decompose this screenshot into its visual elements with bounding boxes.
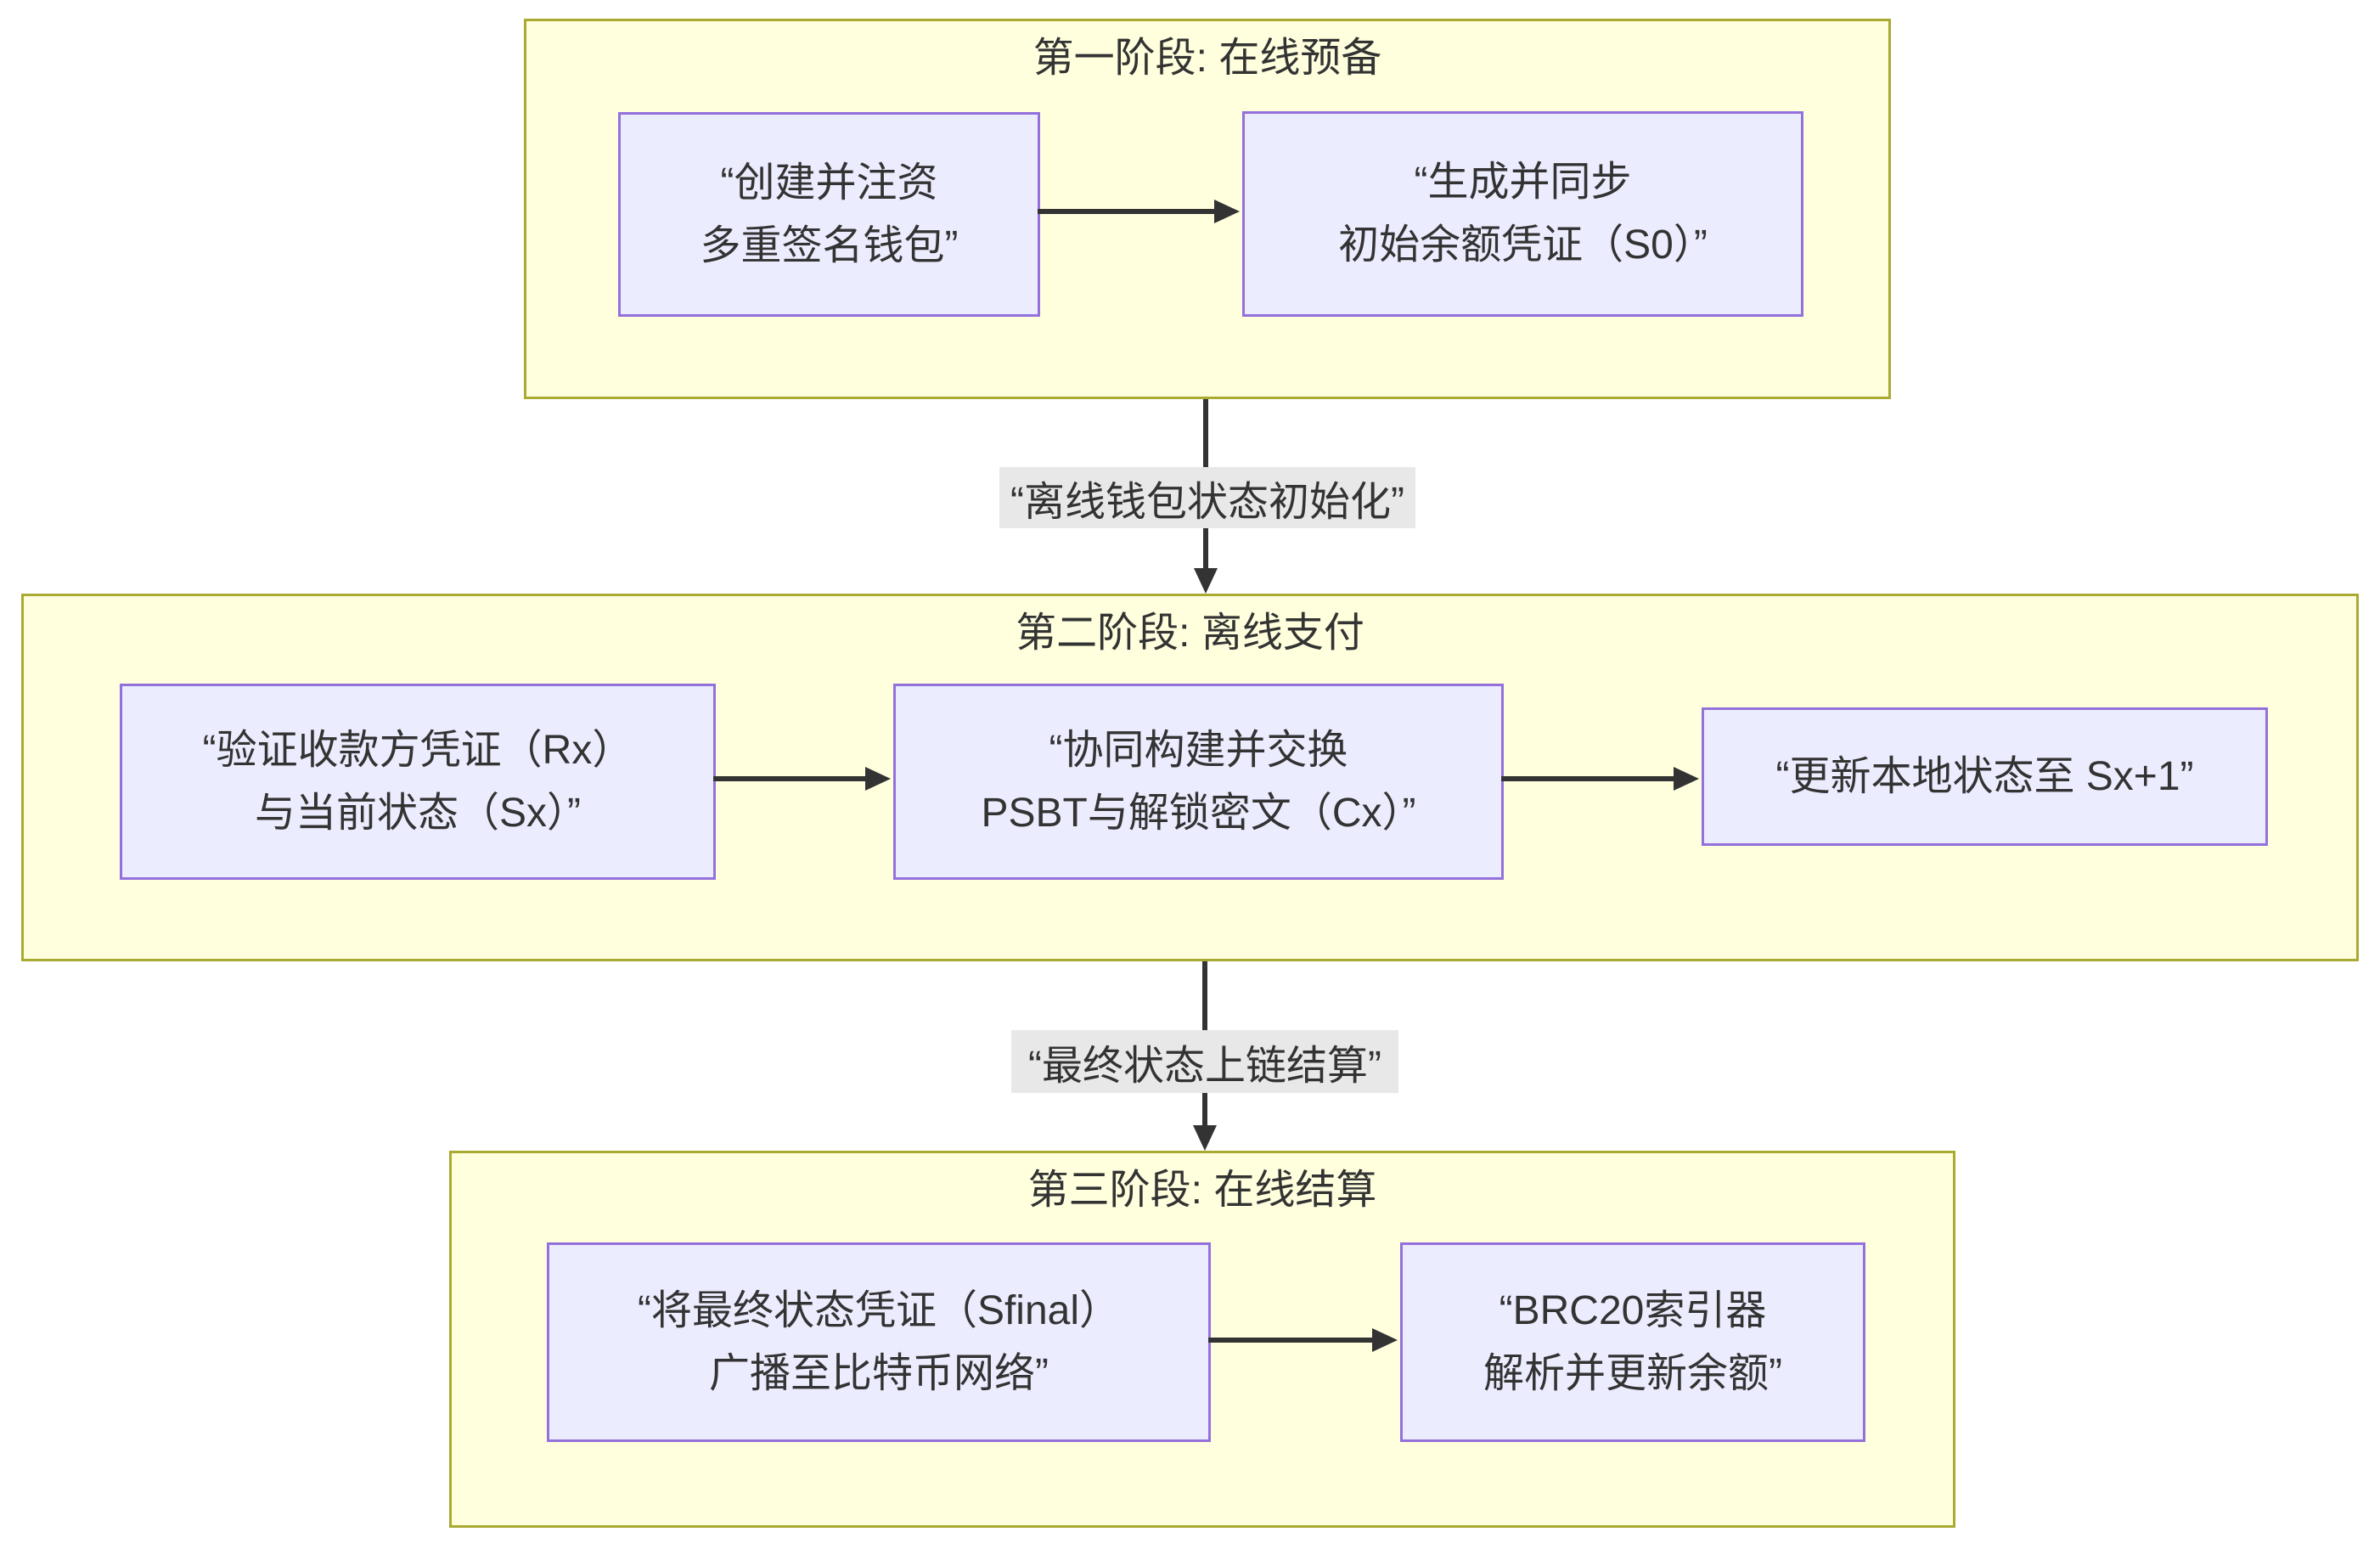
edge-line-a-b	[1038, 209, 1214, 214]
phase1-title: 第一阶段: 在线预备	[1032, 36, 1382, 81]
phase3-title: 第三阶段: 在线结算	[1027, 1168, 1377, 1213]
node-brc20-indexer: “BRC20索引器 解析并更新余额”	[1400, 1242, 1865, 1442]
node-generate-sync-s0: “生成并同步 初始余额凭证（S0）”	[1242, 111, 1803, 317]
node-build-psbt-cx: “协同构建并交换 PSBT与解锁密文（Cx）”	[893, 684, 1504, 880]
arrowhead-down-icon	[1193, 1125, 1217, 1151]
phase2-title: 第二阶段: 离线支付	[1016, 611, 1364, 656]
phase1-cluster: 第一阶段: 在线预备 “创建并注资 多重签名钱包” “生成并同步 初始余额凭证（…	[524, 19, 1891, 399]
arrowhead-right-icon	[865, 767, 891, 791]
arrowhead-down-icon	[1194, 568, 1218, 594]
edge-label-offline-init: “离线钱包状态初始化”	[999, 467, 1415, 528]
arrowhead-right-icon	[1674, 767, 1699, 791]
node-create-fund-wallet: “创建并注资 多重签名钱包”	[618, 112, 1040, 317]
phase3-cluster: 第三阶段: 在线结算 “将最终状态凭证（Sfinal） 广播至比特币网络” “B…	[449, 1151, 1955, 1528]
phase2-cluster: 第二阶段: 离线支付 “验证收款方凭证（Rx） 与当前状态（Sx）” “协同构建…	[21, 594, 2359, 961]
edge-line-d-e	[1501, 776, 1674, 781]
node-verify-rx-sx: “验证收款方凭证（Rx） 与当前状态（Sx）”	[120, 684, 716, 880]
arrowhead-right-icon	[1214, 200, 1240, 223]
edge-label-settlement: “最终状态上链结算”	[1011, 1030, 1398, 1093]
arrowhead-right-icon	[1372, 1328, 1398, 1352]
node-broadcast-sfinal: “将最终状态凭证（Sfinal） 广播至比特币网络”	[547, 1242, 1211, 1442]
edge-line-f-g	[1208, 1338, 1372, 1343]
node-update-state-sx1: “更新本地状态至 Sx+1”	[1702, 707, 2268, 846]
edge-line-c-d	[713, 776, 865, 781]
